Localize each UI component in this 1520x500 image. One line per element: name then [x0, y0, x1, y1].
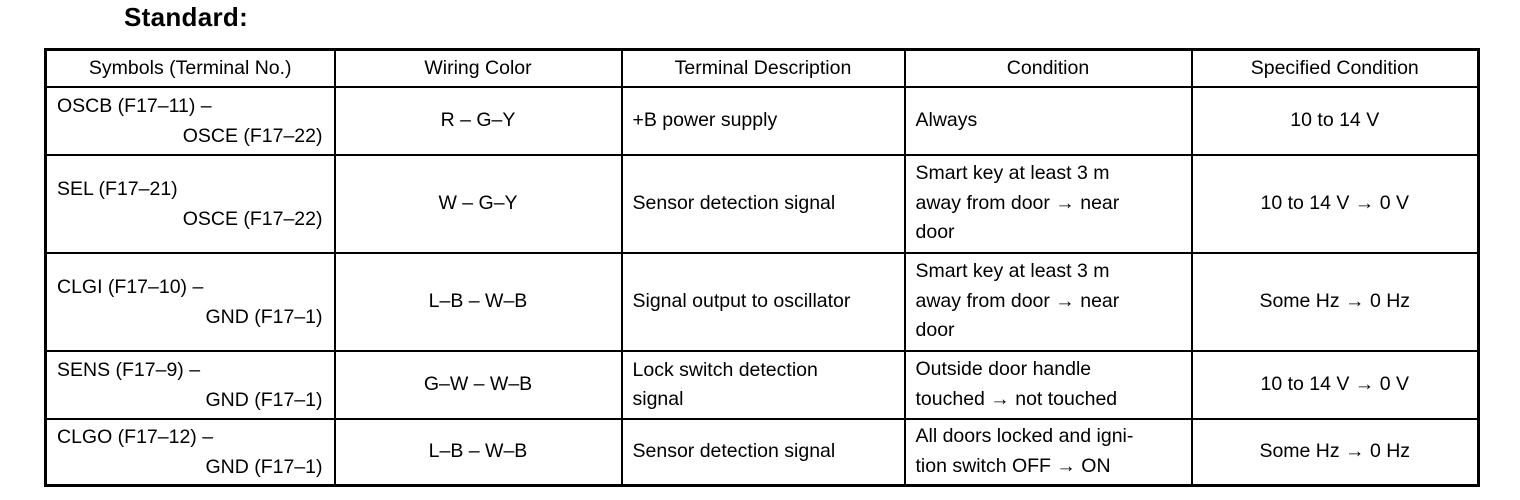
symbols-cell: SEL (F17–21) OSCE (F17–22) — [44, 153, 336, 254]
symbols-cell: CLGI (F17–10) – GND (F17–1) — [44, 251, 336, 352]
specified-condition-cell: 10 to 14 V — [1190, 85, 1480, 156]
col-header-symbols: Symbols (Terminal No.) — [44, 48, 336, 88]
symbols-cell: CLGO (F17–12) – GND (F17–1) — [44, 417, 336, 487]
symbol-line2: GND (F17–1) — [205, 388, 323, 411]
wiring-color-cell: G–W – W–B — [333, 349, 623, 420]
condition-cell: All doors locked and igni- tion switch O… — [903, 417, 1193, 487]
symbol-line1: SEL (F17–21) — [57, 177, 178, 200]
wiring-color-cell: W – G–Y — [333, 153, 623, 254]
terminal-description-cell: +B power supply — [620, 85, 906, 156]
table-row: CLGO (F17–12) – GND (F17–1) L–B – W–B Se… — [44, 417, 1480, 487]
specified-condition-cell: Some Hz → 0 Hz — [1190, 417, 1480, 487]
table-row: SENS (F17–9) – GND (F17–1) G–W – W–B Loc… — [44, 349, 1480, 420]
symbols-cell: OSCB (F17–11) – OSCE (F17–22) — [44, 85, 336, 156]
specified-condition-cell: 10 to 14 V → 0 V — [1190, 153, 1480, 254]
symbol-line1: SENS (F17–9) – — [57, 358, 201, 381]
terminal-description-cell: Sensor detection signal — [620, 417, 906, 487]
symbol-line2: GND (F17–1) — [205, 305, 323, 328]
terminal-description-cell: Sensor detection signal — [620, 153, 906, 254]
symbol-line1: CLGI (F17–10) – — [57, 275, 204, 298]
specified-condition-cell: 10 to 14 V → 0 V — [1190, 349, 1480, 420]
table-row: OSCB (F17–11) – OSCE (F17–22) R – G–Y +B… — [44, 85, 1480, 156]
symbol-line2: OSCE (F17–22) — [182, 207, 323, 230]
header-row: Symbols (Terminal No.) Wiring Color Term… — [44, 48, 1480, 88]
condition-cell: Smart key at least 3 m away from door → … — [903, 251, 1193, 352]
col-header-specified-condition: Specified Condition — [1190, 48, 1480, 88]
page-title: Standard: — [124, 2, 249, 32]
terminal-description-cell: Signal output to oscillator — [620, 251, 906, 352]
symbol-line1: CLGO (F17–12) – — [57, 425, 214, 448]
symbol-line2: OSCE (F17–22) — [182, 124, 323, 147]
specified-condition-cell: Some Hz → 0 Hz — [1190, 251, 1480, 352]
condition-cell: Always — [903, 85, 1193, 156]
wiring-color-cell: L–B – W–B — [333, 417, 623, 487]
wiring-color-cell: L–B – W–B — [333, 251, 623, 352]
condition-cell: Smart key at least 3 m away from door → … — [903, 153, 1193, 254]
terminal-description-cell: Lock switch detection signal — [620, 349, 906, 420]
symbol-line1: OSCB (F17–11) – — [57, 94, 212, 117]
col-header-terminal-description: Terminal Description — [620, 48, 906, 88]
table-row: CLGI (F17–10) – GND (F17–1) L–B – W–B Si… — [44, 251, 1480, 352]
condition-cell: Outside door handle touched → not touche… — [903, 349, 1193, 420]
col-header-wiring-color: Wiring Color — [333, 48, 623, 88]
symbols-cell: SENS (F17–9) – GND (F17–1) — [44, 349, 336, 420]
col-header-condition: Condition — [903, 48, 1193, 88]
symbol-line2: GND (F17–1) — [205, 455, 323, 478]
table-row: SEL (F17–21) OSCE (F17–22) W – G–Y Senso… — [44, 153, 1480, 254]
wiring-color-cell: R – G–Y — [333, 85, 623, 156]
standard-spec-table: Symbols (Terminal No.) Wiring Color Term… — [44, 48, 1480, 487]
